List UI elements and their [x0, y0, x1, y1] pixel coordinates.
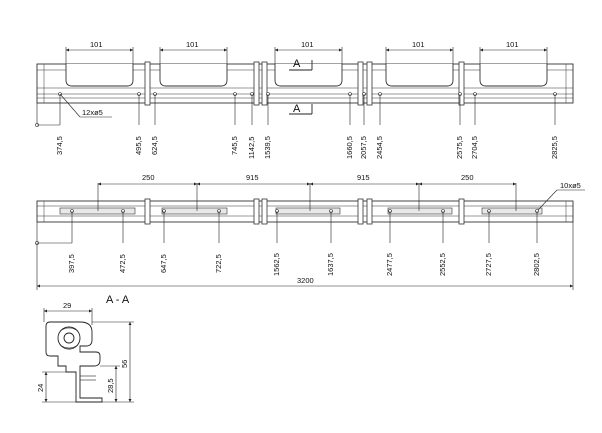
top-hole-pos-2: 495,5: [134, 136, 143, 155]
cutout-2: [159, 64, 228, 87]
section-height-label: 56: [120, 360, 129, 368]
bottom-hole-pos-7: 2477,5: [385, 253, 394, 276]
section-inner-height-label: 28,5: [106, 378, 115, 393]
bottom-spacing-labels: 250 915 915 250: [142, 173, 474, 182]
top-hole-pos-11: 2704,5: [470, 136, 479, 159]
top-hole-pos-4: 745,5: [230, 136, 239, 155]
spacing-2: 915: [246, 173, 259, 182]
section-profile: [45, 321, 103, 403]
top-hole-pos-8: 2057,5: [359, 136, 368, 159]
cutout-width-2: 101: [186, 40, 199, 49]
bottom-spacing-dimensions: [97, 182, 517, 211]
bottom-rail-joints: [144, 198, 465, 225]
bottom-rail-slots: [59, 207, 543, 215]
top-hole-pos-3: 624,5: [150, 136, 159, 155]
bottom-hole-pos-9: 2727,5: [484, 253, 493, 276]
top-hole-pos-12: 2825,5: [550, 136, 559, 159]
cutout-3: [274, 64, 343, 87]
bottom-hole-callout: 10xø5: [536, 181, 585, 212]
bottom-hole-callout-label: 10xø5: [560, 181, 581, 190]
bottom-hole-pos-2: 472,5: [118, 254, 127, 273]
top-hole-pos-5: 1142,5: [247, 137, 256, 159]
top-cutout-labels: 101 101 101 101 101: [90, 40, 519, 49]
top-hole-pos-9: 2454,5: [375, 136, 384, 159]
top-hole-callout: 12xø5: [59, 93, 112, 118]
cutout-4: [385, 64, 454, 87]
cutout-width-1: 101: [90, 40, 103, 49]
bottom-holes: [35, 209, 539, 245]
cutout-width-3: 101: [301, 40, 314, 49]
section-width-label: 29: [63, 301, 71, 310]
section-marker-a-upper: A: [289, 58, 313, 71]
bottom-hole-pos-8: 2552,5: [438, 253, 447, 276]
bottom-hole-pos-1: 397,5: [67, 254, 76, 273]
cutout-width-4: 101: [412, 40, 425, 49]
section-marker-a-lower-label: A: [293, 103, 301, 115]
top-rail-joints: [144, 61, 465, 106]
section-title: A - A: [106, 294, 130, 306]
cutout-1: [65, 64, 134, 87]
spacing-3: 915: [357, 173, 370, 182]
top-cutout-dimensions: [65, 47, 548, 64]
section-marker-a-lower: A: [289, 103, 313, 115]
top-cutouts: [65, 64, 548, 87]
top-hole-callout-label: 12xø5: [82, 108, 103, 117]
bottom-hole-pos-4: 722,5: [214, 254, 223, 273]
cutout-width-5: 101: [506, 40, 519, 49]
section-marker-a-upper-label: A: [293, 58, 301, 70]
top-hole-pos-7: 1660,5: [345, 136, 354, 159]
cutout-5: [479, 64, 548, 87]
overall-length-dimension: [36, 222, 574, 290]
spacing-4: 250: [461, 173, 474, 182]
section-lower-height-label: 24: [36, 384, 45, 392]
top-hole-pos-10: 2575,5: [455, 136, 464, 159]
bottom-hole-pos-10: 2802,5: [532, 253, 541, 276]
bottom-hole-pos-5: 1562,5: [272, 253, 281, 276]
top-hole-pos-1: 374,5: [55, 136, 64, 155]
spacing-1: 250: [142, 173, 155, 182]
overall-length-label: 3200: [297, 276, 314, 285]
section-height-dimensions: [42, 321, 134, 403]
bottom-hole-position-labels: 397,5 472,5 647,5 722,5 1562,5 1637,5 24…: [67, 253, 541, 276]
top-hole-pos-6: 1539,5: [263, 136, 272, 159]
bottom-rail: [36, 200, 574, 223]
bottom-hole-pos-6: 1637,5: [326, 253, 335, 276]
top-hole-position-labels: 374,5 495,5 624,5 745,5 1142,5 1539,5 16…: [55, 136, 559, 159]
top-holes: [35, 92, 557, 127]
bottom-hole-pos-3: 647,5: [159, 254, 168, 273]
